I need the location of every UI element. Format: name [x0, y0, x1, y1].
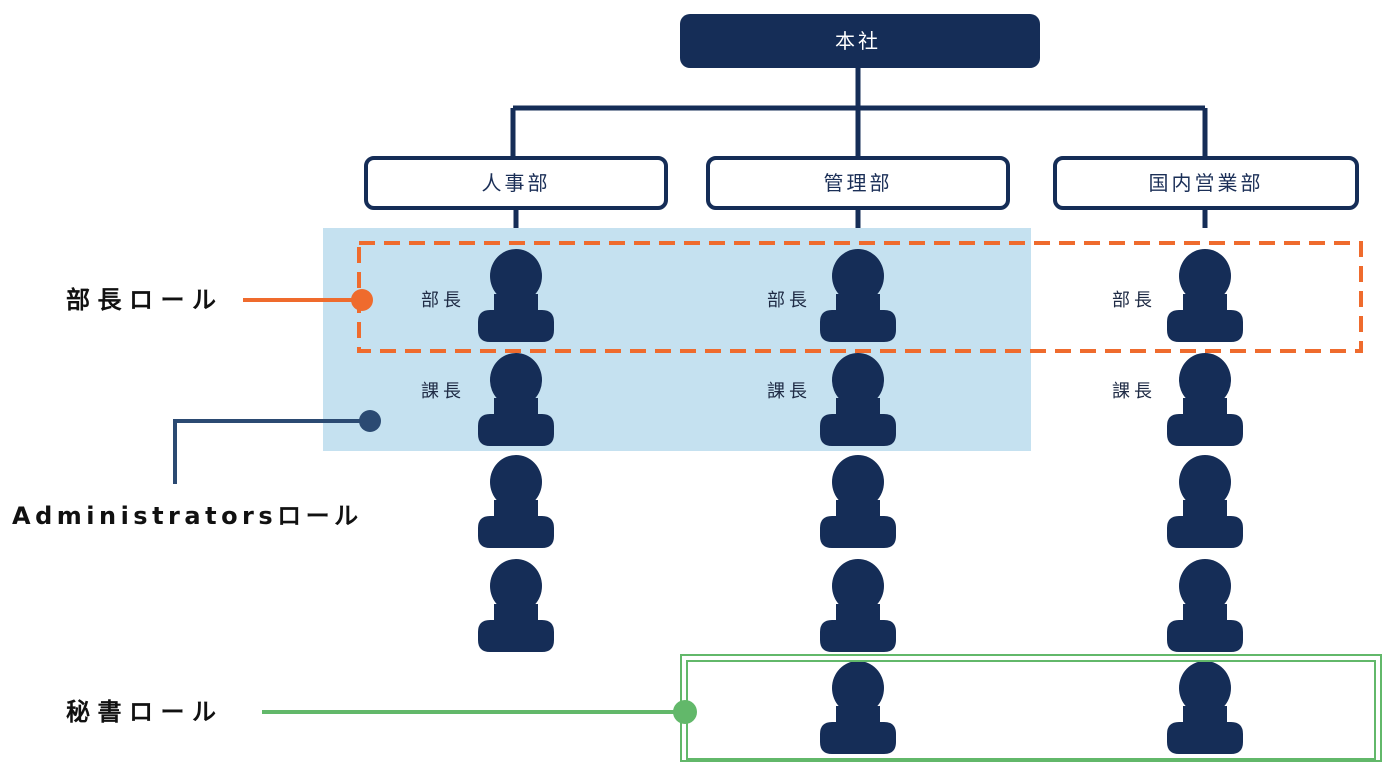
person-icon — [1167, 249, 1243, 342]
bucho-role-label: 部長ロール — [66, 286, 216, 314]
bucho-role-connector-dot — [351, 289, 373, 311]
person-icon — [1167, 559, 1243, 652]
dept-label-jinji: 人事部 — [482, 171, 551, 195]
secretary-role-region-inner — [686, 660, 1376, 760]
dept-node-kanri: 管理部 — [706, 156, 1010, 210]
secretary-role-label: 秘書ロール — [66, 698, 216, 726]
person-icon — [820, 559, 896, 652]
position-label-kacho: 課長 — [1112, 381, 1156, 402]
admin-role-connector — [173, 419, 368, 484]
person-icon — [478, 455, 554, 548]
dept-label-kanri: 管理部 — [824, 171, 893, 195]
person-icon — [1167, 353, 1243, 446]
position-label-bucho: 部長 — [1112, 290, 1156, 311]
dept-label-kokunai-eigyo: 国内営業部 — [1149, 171, 1264, 195]
person-icon — [820, 661, 896, 754]
position-label-bucho: 部長 — [421, 290, 465, 311]
position-label-kacho: 課長 — [767, 381, 811, 402]
person-icon — [1167, 661, 1243, 754]
root-label: 本社 — [835, 29, 881, 53]
person-icon — [478, 559, 554, 652]
dept-node-kokunai-eigyo: 国内営業部 — [1053, 156, 1359, 210]
dept-node-jinji: 人事部 — [364, 156, 668, 210]
position-label-kacho: 課長 — [421, 381, 465, 402]
secretary-role-connector-dot — [673, 700, 697, 724]
org-tree-connectors — [510, 66, 1208, 228]
person-icon — [1167, 455, 1243, 548]
admin-role-label: Administratorsロール — [12, 502, 363, 530]
root-node: 本社 — [680, 14, 1040, 68]
person-icon — [820, 455, 896, 548]
secretary-role-region-outer — [680, 654, 1382, 762]
admin-role-region — [323, 228, 1031, 451]
position-label-bucho: 部長 — [767, 290, 811, 311]
admin-role-connector-dot — [359, 410, 381, 432]
